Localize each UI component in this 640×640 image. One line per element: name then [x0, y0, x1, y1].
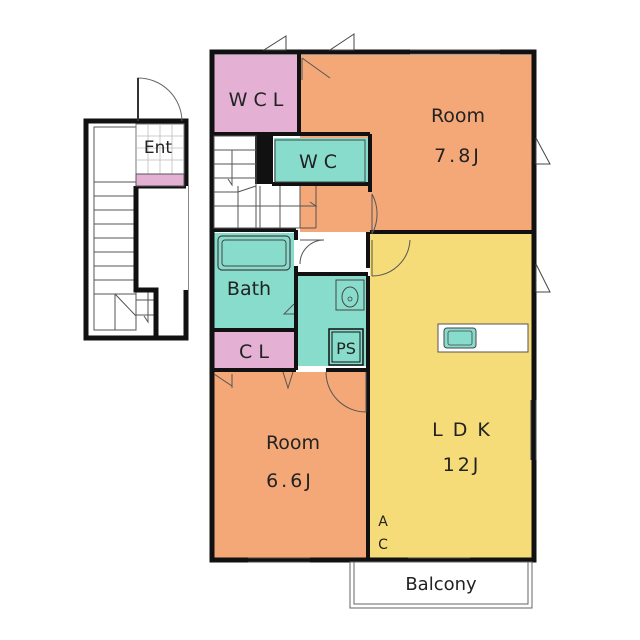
balcony-outline — [349, 561, 533, 609]
entrance-door-icon — [137, 77, 183, 122]
window-top-center-icon — [328, 33, 355, 51]
cl-area — [214, 332, 294, 368]
entrance-tile-grid — [136, 124, 184, 174]
door-swings — [213, 57, 411, 413]
windows — [248, 49, 537, 563]
door-washroom-icon — [299, 239, 325, 265]
kitchen-sink — [443, 327, 477, 349]
stair-treads — [93, 126, 156, 331]
window-right-upper-icon — [535, 137, 551, 165]
balcony: Balcony — [349, 561, 533, 609]
door-room-north-icon — [371, 193, 378, 235]
room-south — [214, 372, 366, 558]
door-cl-small-icon — [282, 371, 294, 390]
wc-area — [274, 138, 368, 182]
door-room-south-icon — [325, 371, 367, 413]
room-south-label: Room — [266, 432, 320, 454]
room-south-size: 6.6J — [266, 470, 314, 492]
entrance-label: Ent — [144, 138, 173, 158]
ldk-label: L D K — [432, 419, 492, 441]
stair-tower: Ent — [83, 77, 189, 341]
door-bath-icon — [282, 303, 295, 315]
main-unit: W C L W C Bath — [209, 33, 551, 563]
ps-box — [328, 328, 364, 366]
upper-stairs — [213, 135, 318, 229]
balcony-label: Balcony — [405, 574, 477, 595]
washbasin — [335, 279, 365, 311]
window-top-left-icon — [262, 35, 287, 51]
window-right-lower-icon — [535, 263, 551, 293]
room-north-label: Room — [431, 105, 485, 127]
wcl-area — [214, 55, 298, 133]
ldk-size: 12J — [443, 454, 482, 476]
window-openers — [262, 33, 551, 293]
ps-label: PS — [336, 339, 356, 358]
door-ldk-icon — [371, 239, 411, 277]
door-cl-icon — [213, 373, 233, 388]
ldk-area — [370, 234, 532, 558]
wcl-label: W C L — [229, 89, 284, 111]
bathtub — [217, 235, 291, 271]
wc-partition-block — [257, 136, 273, 184]
wc-inner — [274, 139, 366, 183]
ac-label-c: C — [378, 537, 388, 553]
unit-outer-wall — [209, 49, 537, 563]
ac-label-a: A — [378, 514, 388, 530]
cl-label: C L — [239, 341, 269, 363]
wc-label: W C — [299, 151, 337, 173]
entrance-shoe-cabinet — [135, 173, 185, 187]
bath-label: Bath — [227, 278, 271, 300]
room-north-size: 7.8J — [434, 145, 482, 167]
door-room-north-wcl-icon — [301, 57, 331, 80]
